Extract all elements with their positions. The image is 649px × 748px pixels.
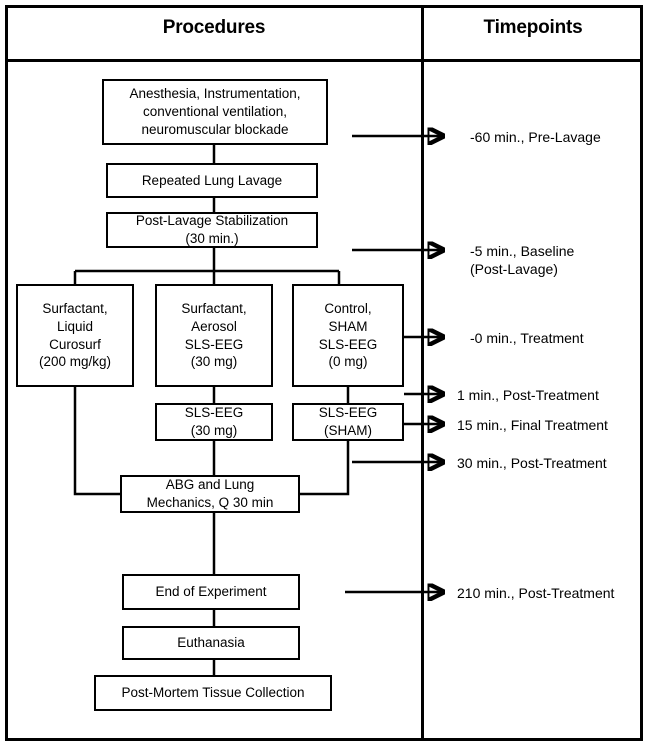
node-arm-surfactant-aerosol-label: Surfactant, Aerosol SLS-EEG (30 mg) — [181, 300, 247, 370]
node-end-of-experiment: End of Experiment — [122, 574, 300, 610]
node-euthanasia-label: Euthanasia — [177, 635, 245, 651]
outer-frame — [5, 5, 643, 741]
node-arm-surfactant-liquid-label: Surfactant, Liquid Curosurf (200 mg/kg) — [38, 300, 112, 370]
timepoint-label-15: 15 min., Final Treatment — [457, 417, 608, 433]
column-divider-body — [421, 62, 424, 741]
column-divider-header — [421, 5, 424, 59]
timepoint-label-0: -0 min., Treatment — [470, 330, 584, 346]
timepoint-label-1: 1 min., Post-Treatment — [457, 387, 599, 403]
node-anesthesia-label: Anesthesia, Instrumentation, conventiona… — [129, 86, 301, 137]
node-post-lavage-stabilization: Post-Lavage Stabilization (30 min.) — [106, 212, 318, 248]
node-slseeg-30mg: SLS-EEG (30 mg) — [155, 403, 273, 441]
column-header-procedures: Procedures — [162, 17, 266, 38]
header-divider — [5, 59, 643, 62]
node-end-of-experiment-label: End of Experiment — [155, 584, 267, 600]
node-slseeg-sham-label: SLS-EEG (SHAM) — [318, 405, 378, 438]
timepoint-label-minus-60: -60 min., Pre-Lavage — [470, 129, 601, 145]
node-abg-lung-mechanics-label: ABG and Lung Mechanics, Q 30 min — [146, 477, 274, 510]
node-abg-lung-mechanics: ABG and Lung Mechanics, Q 30 min — [120, 475, 300, 513]
node-slseeg-sham: SLS-EEG (SHAM) — [292, 403, 404, 441]
node-repeated-lung-lavage: Repeated Lung Lavage — [106, 163, 318, 198]
timepoint-label-minus-5: -5 min., Baseline (Post-Lavage) — [470, 243, 575, 278]
timepoint-label-210: 210 min., Post-Treatment — [457, 585, 615, 601]
node-slseeg-30mg-label: SLS-EEG (30 mg) — [184, 405, 244, 438]
node-repeated-lung-lavage-label: Repeated Lung Lavage — [141, 172, 283, 188]
node-post-mortem-tissue-collection-label: Post-Mortem Tissue Collection — [121, 685, 305, 701]
timepoint-label-30: 30 min., Post-Treatment — [457, 455, 607, 471]
node-anesthesia: Anesthesia, Instrumentation, conventiona… — [102, 79, 328, 145]
column-header-timepoints: Timepoints — [483, 17, 583, 38]
node-arm-control-sham: Control, SHAM SLS-EEG (0 mg) — [292, 284, 404, 387]
node-euthanasia: Euthanasia — [122, 626, 300, 660]
node-arm-control-sham-label: Control, SHAM SLS-EEG (0 mg) — [318, 300, 378, 370]
node-post-lavage-stabilization-label: Post-Lavage Stabilization (30 min.) — [135, 213, 289, 246]
node-arm-surfactant-aerosol: Surfactant, Aerosol SLS-EEG (30 mg) — [155, 284, 273, 387]
node-post-mortem-tissue-collection: Post-Mortem Tissue Collection — [94, 675, 332, 711]
node-arm-surfactant-liquid: Surfactant, Liquid Curosurf (200 mg/kg) — [16, 284, 134, 387]
